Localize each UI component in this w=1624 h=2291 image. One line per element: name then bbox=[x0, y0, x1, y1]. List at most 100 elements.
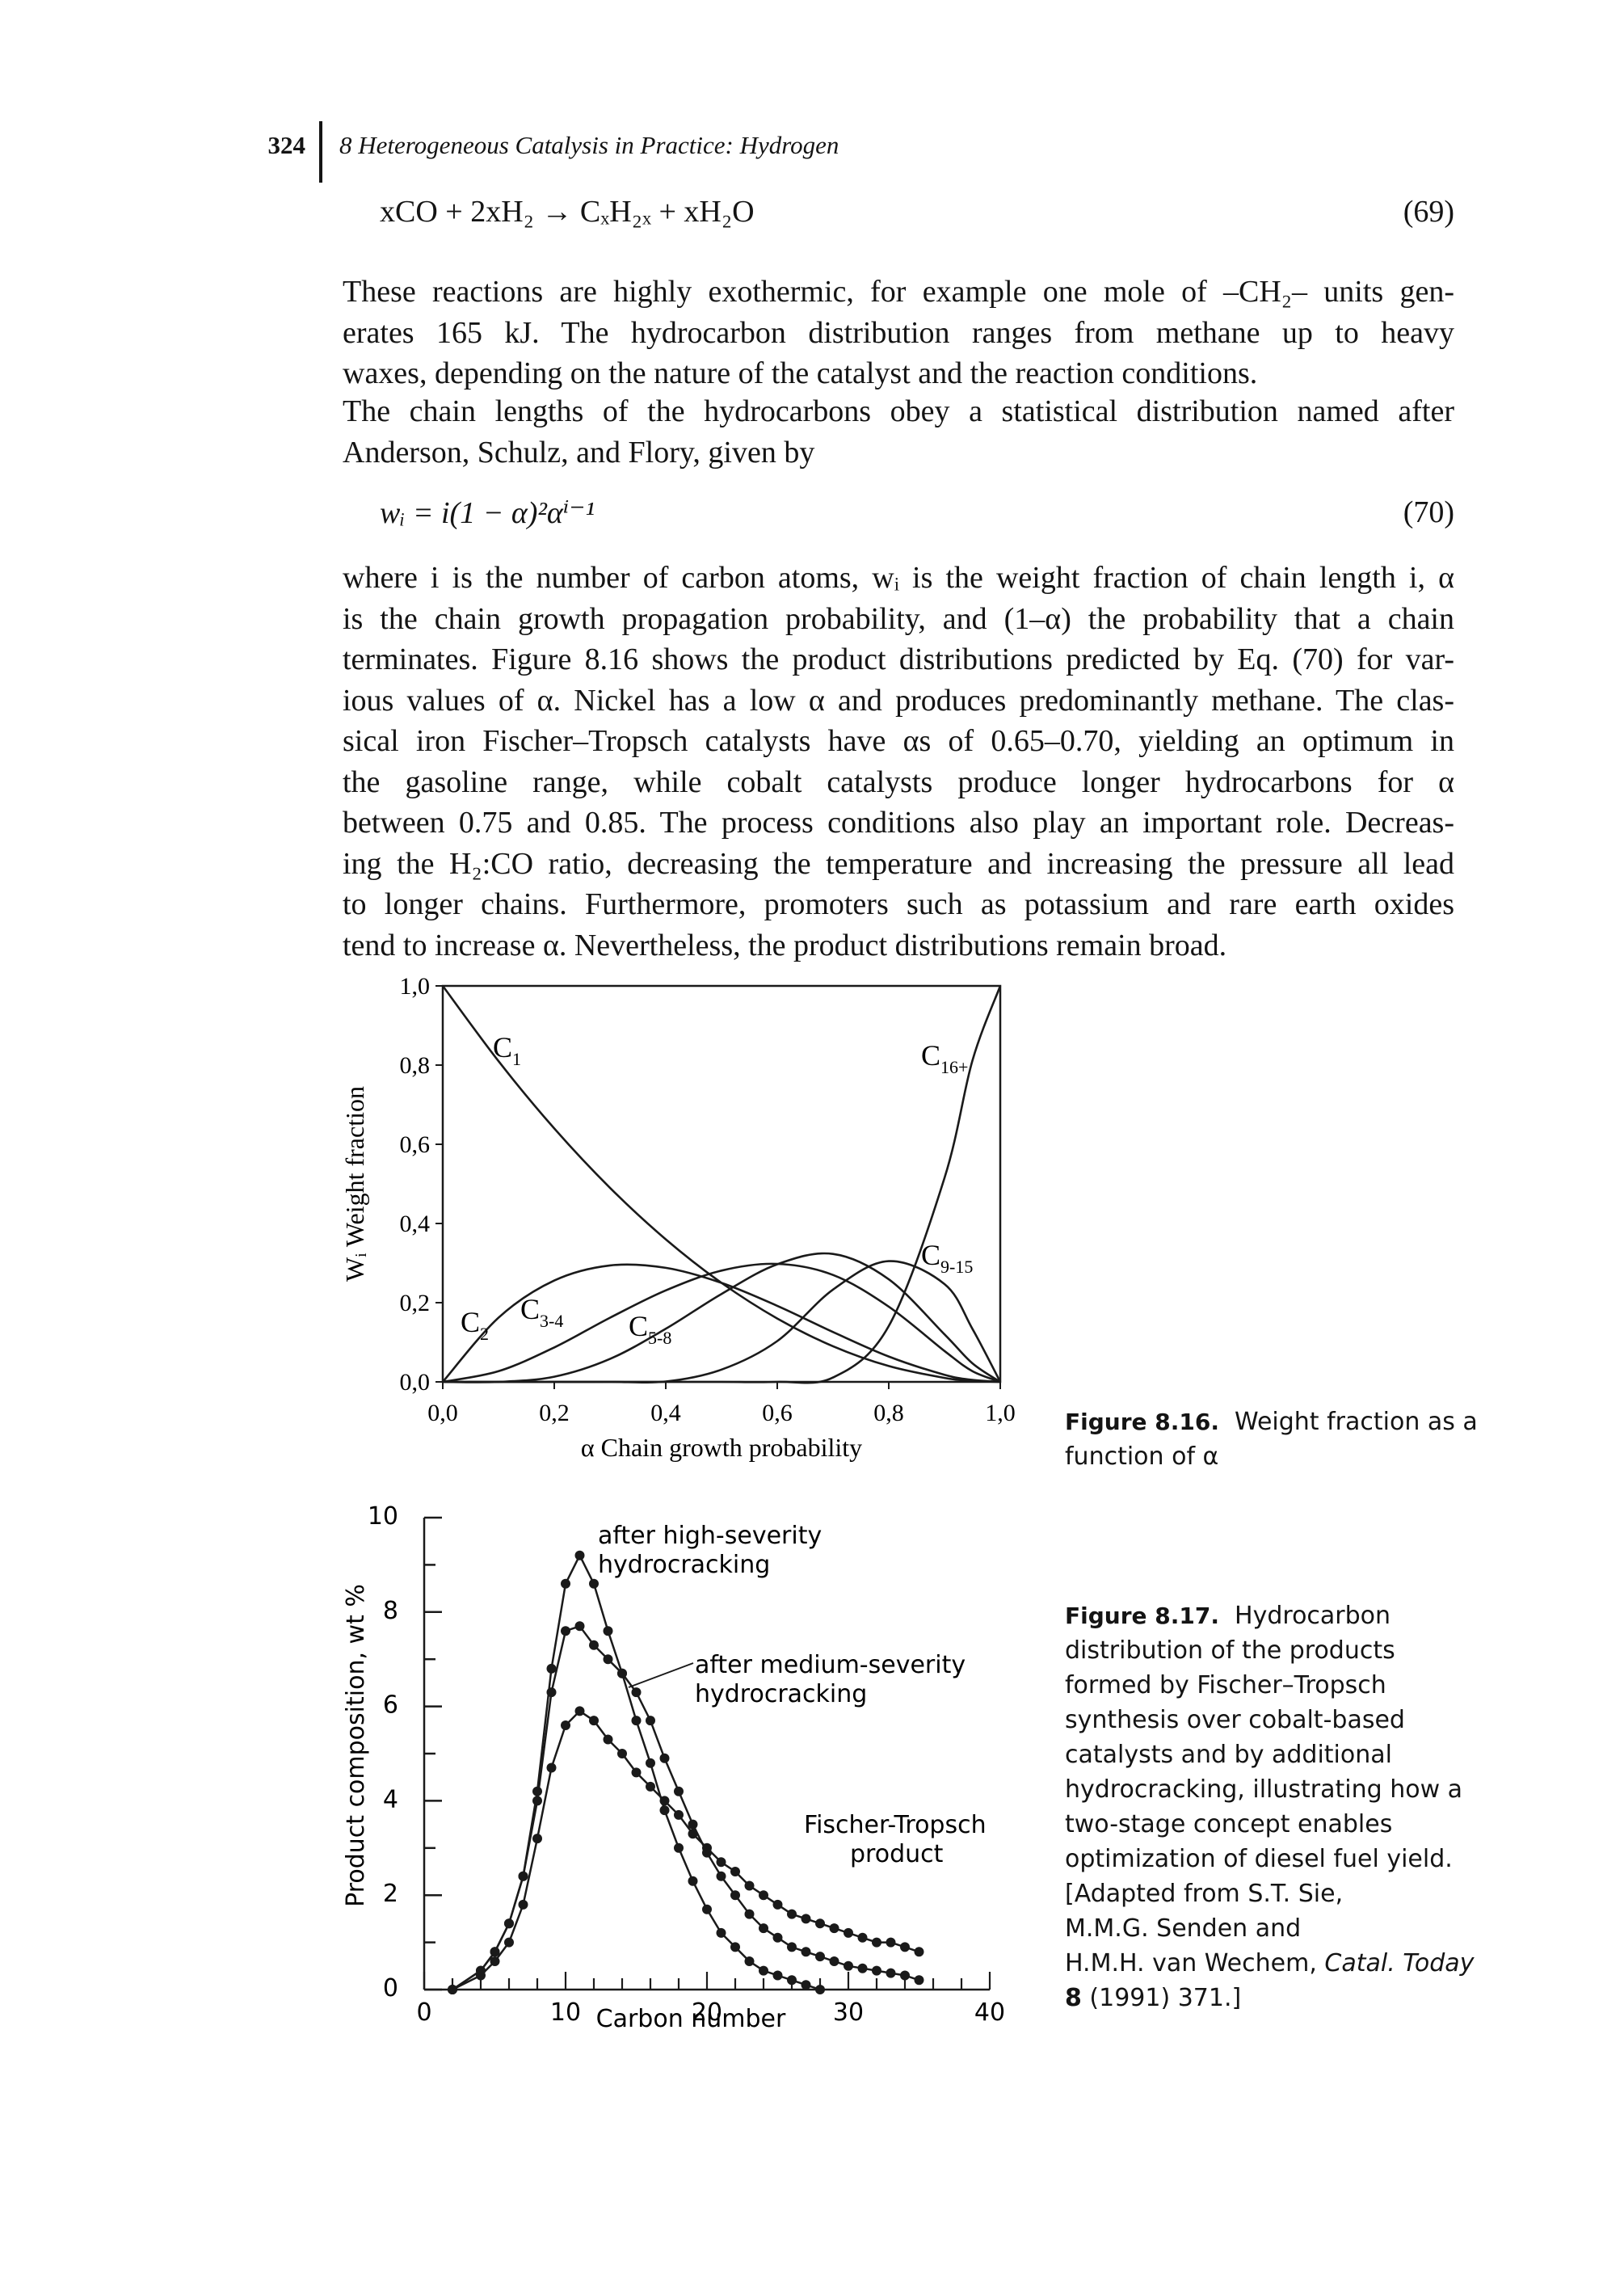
data-point bbox=[674, 1842, 684, 1853]
data-point bbox=[631, 1716, 642, 1726]
data-point bbox=[532, 1834, 542, 1844]
data-point bbox=[759, 1923, 768, 1934]
x-tick-label: 30 bbox=[833, 1998, 864, 2027]
caption-authors: H.M.H. van Wechem, bbox=[1065, 1949, 1325, 1977]
data-point bbox=[914, 1975, 924, 1986]
caption-text: Hydrocarbon bbox=[1235, 1602, 1391, 1630]
data-point bbox=[716, 1857, 726, 1868]
data-point bbox=[589, 1578, 599, 1589]
data-point bbox=[744, 1880, 755, 1891]
caption-text: function of α bbox=[1065, 1442, 1219, 1471]
data-point bbox=[744, 1909, 755, 1919]
running-header: 324 8 Heterogeneous Catalysis in Practic… bbox=[0, 121, 1624, 186]
y-tick-label: 2 bbox=[383, 1880, 398, 1908]
data-point bbox=[872, 1965, 881, 1976]
annotation-text: hydrocracking bbox=[598, 1551, 770, 1579]
x-axis-label: α Chain growth probability bbox=[581, 1433, 862, 1462]
data-point bbox=[702, 1904, 712, 1914]
caption-text: hydrocracking, illustrating how a bbox=[1065, 1775, 1463, 1804]
curve-labels: C1 C2 C3-4 C5-8 C9-15 C16+ bbox=[461, 1031, 973, 1348]
data-point bbox=[646, 1758, 655, 1768]
y-tick-label: 0,0 bbox=[400, 1369, 431, 1396]
data-point bbox=[730, 1867, 740, 1876]
paragraph-1: These reactions are highly exothermic, f… bbox=[343, 272, 1454, 394]
y-tick-label: 4 bbox=[383, 1785, 398, 1813]
data-point bbox=[801, 1947, 811, 1957]
curve-c3-4 bbox=[442, 1262, 1001, 1383]
x-tick-label: 0,0 bbox=[427, 1400, 458, 1426]
data-point bbox=[716, 1927, 726, 1938]
data-point bbox=[603, 1626, 613, 1636]
data-point bbox=[829, 1923, 839, 1934]
data-point bbox=[844, 1927, 853, 1938]
data-point bbox=[603, 1734, 613, 1745]
data-point bbox=[787, 1942, 797, 1952]
curves bbox=[441, 985, 1002, 1384]
caption-text: [Adapted from S.T. Sie, bbox=[1065, 1880, 1344, 1908]
data-point bbox=[631, 1767, 642, 1778]
x-tick-label: 0,2 bbox=[539, 1400, 570, 1426]
text-line: the gasoline range, while cobalt catalys… bbox=[343, 764, 1454, 799]
data-point bbox=[744, 1956, 755, 1966]
data-point bbox=[674, 1809, 684, 1820]
data-point bbox=[730, 1890, 740, 1901]
annotation-high-severity: after high-severity hydrocracking bbox=[598, 1522, 822, 1579]
data-point bbox=[815, 1985, 825, 1994]
paragraph-2: The chain lengths of the hydrocarbons ob… bbox=[343, 391, 1454, 473]
data-point bbox=[844, 1960, 853, 1971]
data-point bbox=[787, 1975, 797, 1986]
x-tick-label: 10 bbox=[550, 1998, 581, 2027]
equation-69-number: (69) bbox=[1403, 195, 1454, 229]
equation-69: xCO + 2xH₂ → CₓH₂ₓ + xH₂O (69) bbox=[380, 194, 1454, 242]
data-point bbox=[857, 1932, 868, 1943]
data-point bbox=[730, 1942, 740, 1952]
data-point bbox=[914, 1947, 924, 1957]
data-point bbox=[886, 1937, 896, 1948]
data-point bbox=[857, 1963, 868, 1973]
data-point bbox=[490, 1956, 500, 1966]
y-tick-label: 6 bbox=[383, 1691, 398, 1720]
data-point bbox=[772, 1970, 783, 1981]
text-line: erates 165 kJ. The hydrocarbon distribut… bbox=[343, 315, 1454, 350]
data-point bbox=[801, 1914, 811, 1924]
x-tick-label: 0,4 bbox=[650, 1400, 681, 1426]
y-axis-label: Wᵢ Weight fraction bbox=[340, 1086, 369, 1282]
caption-journal: Catal. Today bbox=[1324, 1949, 1475, 1977]
data-point bbox=[900, 1942, 910, 1952]
data-point bbox=[646, 1716, 655, 1726]
caption-text: synthesis over cobalt-based bbox=[1065, 1706, 1405, 1734]
data-point bbox=[589, 1640, 599, 1650]
data-point bbox=[518, 1871, 528, 1881]
curve-label-c3-4: C3-4 bbox=[520, 1293, 563, 1331]
text-line: waxes, depending on the nature of the ca… bbox=[343, 356, 1258, 390]
series-fischer-tropsch bbox=[448, 1706, 924, 1994]
annotation-text: Fischer-Tropsch bbox=[804, 1811, 987, 1839]
x-tick-label: 1,0 bbox=[985, 1400, 1016, 1426]
axis-ticks bbox=[435, 985, 1001, 1389]
running-title: 8 Heterogeneous Catalysis in Practice: H… bbox=[339, 131, 839, 159]
curve-label-c2: C2 bbox=[461, 1306, 489, 1344]
annotation-text: after medium-severity bbox=[695, 1651, 966, 1679]
data-point bbox=[504, 1918, 514, 1929]
equation-70-text: wᵢ = i(1 − α)²αⁱ⁻¹ bbox=[380, 496, 595, 530]
equation-69-text: xCO + 2xH₂ → CₓH₂ₓ + xH₂O bbox=[380, 195, 755, 229]
y-tick-label: 0 bbox=[383, 1974, 398, 2003]
paragraph-3: where i is the number of carbon atoms, w… bbox=[343, 558, 1454, 966]
curve-label-c1: C1 bbox=[493, 1031, 521, 1069]
text-line: sical iron Fischer–Tropsch catalysts hav… bbox=[343, 724, 1454, 758]
caption-text: distribution of the products bbox=[1065, 1636, 1395, 1665]
x-tick-label: 40 bbox=[974, 1998, 1005, 2027]
data-point bbox=[688, 1819, 698, 1830]
text-line: is the chain growth propagation probabil… bbox=[343, 601, 1454, 636]
curve-label-c9-15: C9-15 bbox=[921, 1239, 973, 1277]
text-line: to longer chains. Furthermore, promoters… bbox=[343, 887, 1454, 921]
data-point bbox=[546, 1687, 557, 1698]
annotation-fischer-tropsch: Fischer-Tropsch product bbox=[804, 1811, 987, 1868]
text-line: ious values of α. Nickel has a low α and… bbox=[343, 683, 1454, 718]
data-point bbox=[561, 1626, 570, 1636]
text-line: terminates. Figure 8.16 shows the produc… bbox=[343, 642, 1454, 676]
